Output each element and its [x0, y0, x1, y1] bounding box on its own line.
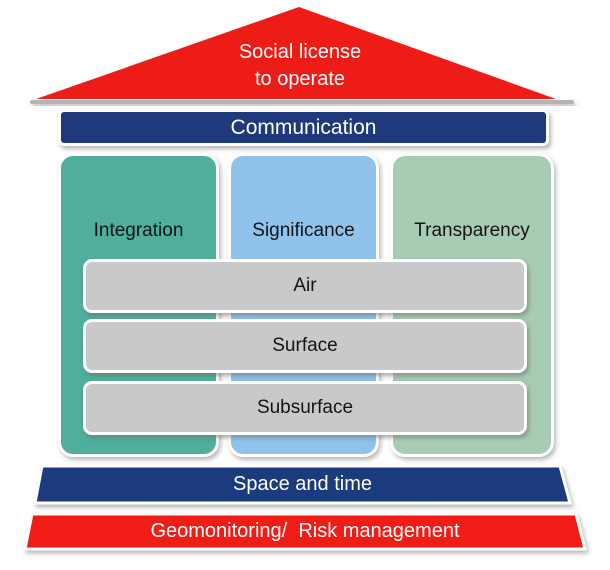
pillar-significance-label: Significance — [252, 220, 355, 241]
geomonitoring-bar — [23, 512, 587, 551]
communication-label: Communication — [230, 115, 377, 139]
communication-bar: Communication — [58, 109, 549, 146]
layer-subsurface-label: Subsurface — [256, 397, 354, 418]
layer-air-label: Air — [293, 275, 317, 296]
roof-eave-line — [30, 100, 574, 104]
layer-subsurface: Subsurface — [83, 381, 527, 435]
layer-surface: Surface — [83, 319, 527, 373]
space-and-time-bar — [33, 464, 572, 505]
layer-air: Air — [83, 259, 527, 313]
roof-triangle — [36, 7, 556, 99]
pillar-integration-label: Integration — [93, 220, 184, 241]
layer-surface-label: Surface — [272, 335, 338, 356]
pillar-transparency-label: Transparency — [414, 220, 530, 241]
